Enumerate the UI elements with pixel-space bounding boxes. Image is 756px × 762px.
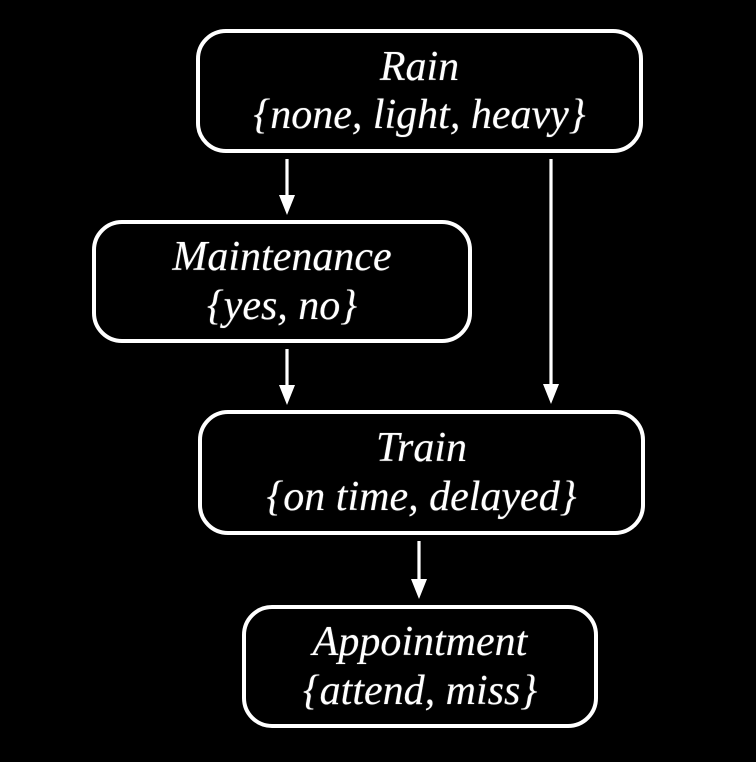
edge-maintenance-to-train-arrowhead [279,385,295,405]
node-rain: Rain {none, light, heavy} [196,29,643,153]
edge-rain-to-train-arrow [543,159,559,404]
node-appointment-label: Appointment [312,619,528,666]
node-appointment: Appointment {attend, miss} [242,605,598,728]
node-train: Train {on time, delayed} [198,410,645,535]
node-rain-domain: {none, light, heavy} [253,92,586,138]
edge-rain-to-maintenance-arrow [279,159,295,215]
node-train-label: Train [375,425,468,472]
node-appointment-domain: {attend, miss} [302,667,538,714]
edge-maintenance-to-train-arrow [279,349,295,405]
node-train-domain: {on time, delayed} [266,473,577,520]
node-maintenance-label: Maintenance [172,234,392,281]
edge-rain-to-train-arrowhead [543,384,559,404]
edge-train-to-appointment-arrowhead [411,579,427,599]
node-maintenance-domain: {yes, no} [206,282,358,329]
edge-rain-to-maintenance-arrowhead [279,195,295,215]
node-rain-label: Rain [379,43,460,90]
node-maintenance: Maintenance {yes, no} [92,220,472,343]
edge-train-to-appointment-arrow [411,541,427,599]
